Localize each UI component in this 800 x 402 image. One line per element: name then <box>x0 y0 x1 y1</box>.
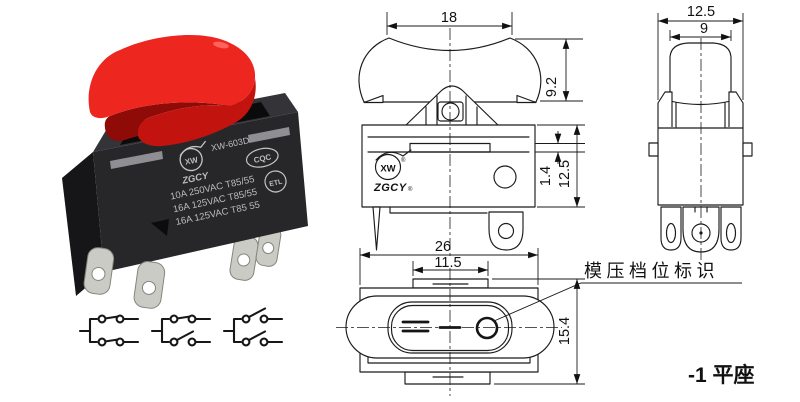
round-position-marking <box>475 316 499 340</box>
dim-front-width: 18 <box>386 10 513 35</box>
etl-mark-circle <box>264 170 287 193</box>
svg-text:12.5: 12.5 <box>687 4 715 20</box>
logo-reg-2: ® <box>408 186 413 193</box>
etl-mark-text: ETL <box>269 178 284 188</box>
cqc-mark-text: CQC <box>253 152 272 165</box>
svg-text:15.4: 15.4 <box>557 317 573 345</box>
rocker-cap <box>88 35 256 147</box>
svg-text:1.4: 1.4 <box>538 166 554 186</box>
dim-front-cap-height: 9.2 <box>515 38 583 102</box>
switch-body-front <box>93 112 308 272</box>
dim-front-body-height: 12.5 <box>537 124 585 208</box>
cap-highlight <box>213 41 229 49</box>
side-view-drawing: 12.5 9 <box>648 4 753 262</box>
svg-text:26: 26 <box>435 239 451 255</box>
svg-text:12.5: 12.5 <box>557 160 573 188</box>
dim-side-width: 12.5 <box>657 4 744 100</box>
cqc-mark-oval <box>245 147 279 168</box>
front-view-drawing: XW ® ZGCY ® 18 9.2 1.4 <box>358 10 585 258</box>
svg-text:11.5: 11.5 <box>434 255 461 271</box>
photo-logo-monogram: XW <box>184 155 199 167</box>
product-photo: XW ZGCY XW-603D 10A 250VAC T85/55 16A 12… <box>62 35 308 309</box>
slot-stripe-right <box>248 127 290 143</box>
svg-text:9: 9 <box>700 21 708 37</box>
annotation-label: 模压档位标识 <box>584 261 719 281</box>
logo-brand: ZGCY <box>373 182 408 194</box>
annotation-leader <box>493 282 742 322</box>
svg-text:9.2: 9.2 <box>544 77 560 97</box>
dim-bottom-height: 15.4 <box>492 278 585 385</box>
photo-logo-circle <box>179 147 203 172</box>
slot-stripe-left <box>110 151 163 169</box>
logo-reg-1: ® <box>401 157 406 164</box>
circuit-symbol-on-off <box>150 314 212 347</box>
bottom-view-drawing: 26 11.5 15.4 <box>336 239 742 396</box>
variant-caption: -1 平座 <box>688 363 755 387</box>
dim-bottom-inner-width: 11.5 <box>412 255 489 276</box>
front-hole <box>151 219 169 236</box>
logo-monogram: XW <box>380 164 395 175</box>
photo-logo-swoosh <box>179 140 207 157</box>
svg-text:18: 18 <box>441 10 457 26</box>
front-view-logo: XW ® ZGCY ® <box>373 149 413 194</box>
terminal-front-pair <box>83 247 166 309</box>
circuit-symbols <box>78 307 284 347</box>
circuit-symbol-both-open <box>222 307 284 347</box>
circuit-symbol-both-closed <box>78 314 140 347</box>
dim-side-cap-width: 9 <box>669 21 732 41</box>
